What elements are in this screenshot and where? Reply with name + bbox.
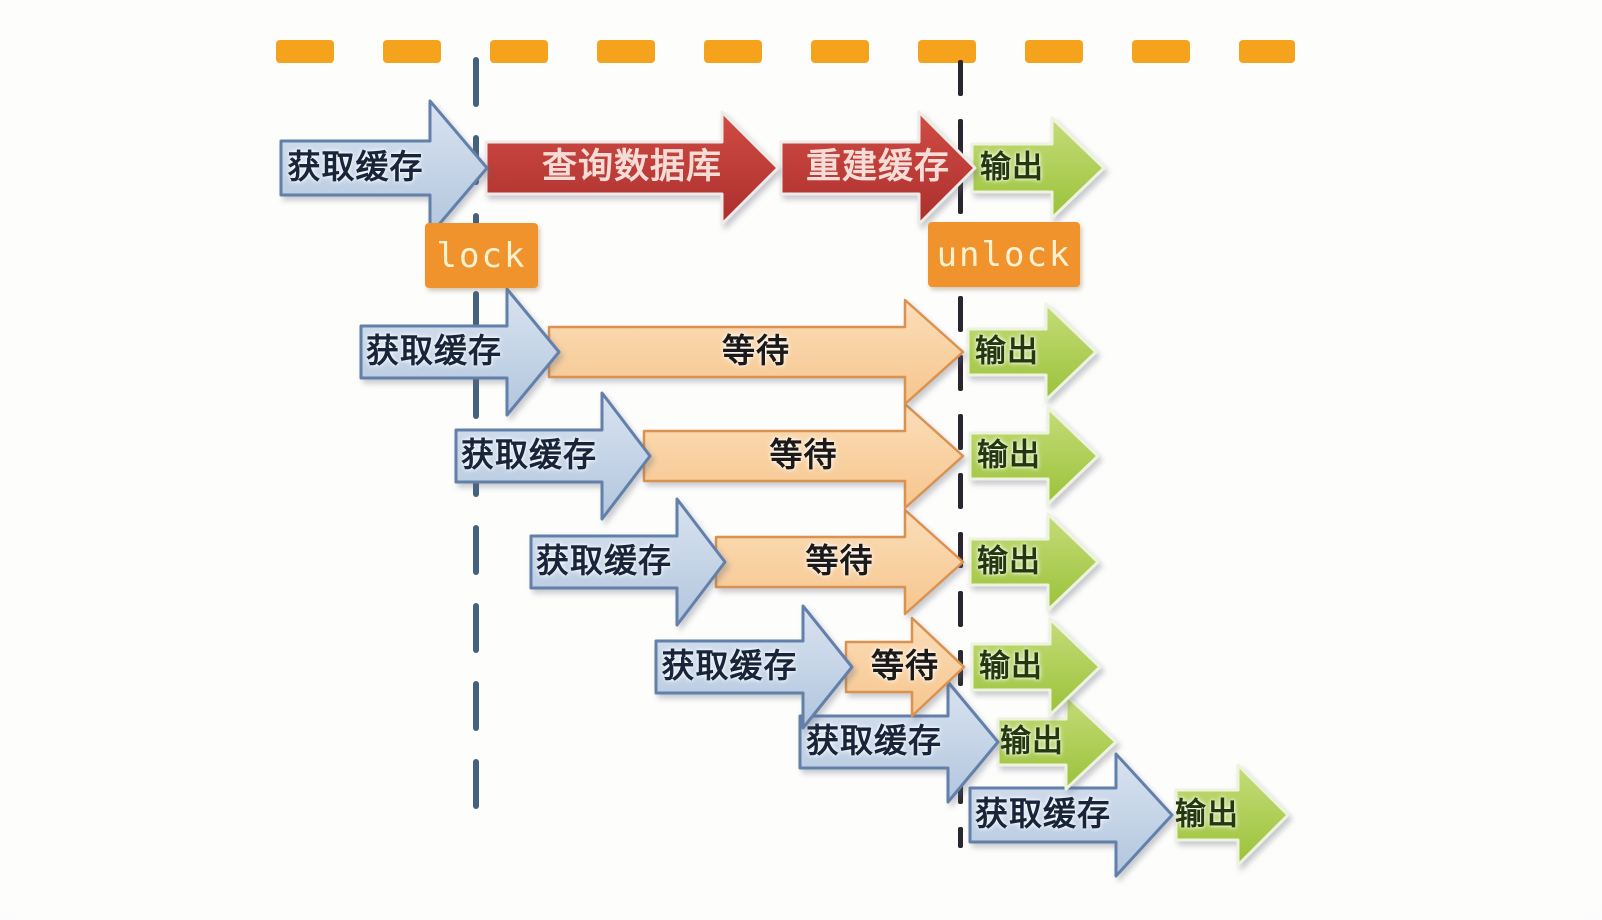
timeline-dashed-line-segment <box>490 40 548 63</box>
t1-get-cache-arrow: 获取缓存 <box>277 97 491 239</box>
t7-output-label: 输出 <box>1175 796 1239 832</box>
lock-boundary-dashed-line-segment <box>473 291 479 341</box>
t6-get-cache-arrow: 获取缓存 <box>796 678 1002 806</box>
unlock-boundary-dashed-line-segment <box>958 414 963 450</box>
t5-get-cache-label: 获取缓存 <box>661 647 798 685</box>
t6-output-label: 输出 <box>1000 723 1064 759</box>
lock-boundary-dashed-line-segment <box>473 603 479 653</box>
t2-output-arrow: 输出 <box>964 300 1100 404</box>
t7-output-arrow: 输出 <box>1172 761 1292 869</box>
t2-output-label: 输出 <box>975 333 1039 369</box>
t4-output-label: 输出 <box>977 543 1041 579</box>
t1-query-db-arrow: 查询数据库 <box>482 108 782 228</box>
t5-output-arrow: 输出 <box>968 615 1104 719</box>
t1-rebuild-cache-label: 重建缓存 <box>805 147 951 187</box>
t1-rebuild-cache-arrow: 重建缓存 <box>777 108 979 228</box>
unlock-marker: unlock <box>928 222 1080 287</box>
t5-wait-arrow: 等待 <box>842 614 968 720</box>
lock-boundary-dashed-line-segment <box>473 369 479 419</box>
t5-get-cache-arrow: 获取缓存 <box>652 602 856 732</box>
timeline-dashed-line-segment <box>704 40 762 63</box>
lock-marker-label: lock <box>436 235 527 276</box>
lock-boundary-dashed-line-segment <box>473 57 479 107</box>
t5-output-label: 输出 <box>979 648 1043 684</box>
t1-get-cache-label: 获取缓存 <box>287 148 424 186</box>
lock-marker: lock <box>425 223 538 288</box>
t4-output-arrow: 输出 <box>966 510 1102 614</box>
t7-get-cache-arrow: 获取缓存 <box>966 750 1176 880</box>
timeline-dashed-line-segment <box>1025 40 1083 63</box>
timeline-dashed-line-segment <box>1132 40 1190 63</box>
t6-get-cache-label: 获取缓存 <box>806 722 942 760</box>
unlock-marker-label: unlock <box>936 234 1072 275</box>
unlock-boundary-dashed-line-segment <box>958 296 963 332</box>
timeline-dashed-line-segment <box>811 40 869 63</box>
unlock-boundary-dashed-line-segment <box>958 473 963 509</box>
t3-get-cache-label: 获取缓存 <box>461 436 597 474</box>
t4-get-cache-arrow: 获取缓存 <box>527 495 729 629</box>
lock-boundary-dashed-line-segment <box>473 759 479 809</box>
unlock-boundary-dashed-line-segment <box>958 60 963 96</box>
t7-get-cache-label: 获取缓存 <box>975 795 1111 833</box>
t6-output-arrow: 输出 <box>994 691 1120 793</box>
t2-wait-arrow: 等待 <box>545 296 967 408</box>
unlock-boundary-dashed-line-segment <box>958 355 963 391</box>
t4-wait-label: 等待 <box>805 542 874 580</box>
t3-get-cache-arrow: 获取缓存 <box>452 389 654 523</box>
unlock-boundary-dashed-line-segment <box>958 827 963 848</box>
t3-wait-arrow: 等待 <box>640 400 967 512</box>
timeline-dashed-line-segment <box>1239 40 1295 63</box>
t3-output-label: 输出 <box>977 437 1041 473</box>
t3-wait-label: 等待 <box>769 436 838 474</box>
unlock-boundary-dashed-line-segment <box>958 119 963 155</box>
t2-get-cache-arrow: 获取缓存 <box>357 285 563 419</box>
timeline-dashed-line-segment <box>276 40 334 63</box>
t1-query-db-label: 查询数据库 <box>541 147 723 187</box>
lock-boundary-dashed-line-segment <box>473 525 479 575</box>
timeline-dashed-line-segment <box>597 40 655 63</box>
t2-wait-label: 等待 <box>722 332 790 370</box>
t5-wait-label: 等待 <box>871 647 939 685</box>
lock-boundary-dashed-line-segment <box>473 681 479 731</box>
unlock-boundary-dashed-line-segment <box>958 591 963 627</box>
t2-get-cache-label: 获取缓存 <box>366 332 502 370</box>
timeline-dashed-line-segment <box>918 40 976 63</box>
t4-wait-arrow: 等待 <box>712 506 967 618</box>
timeline-dashed-line-segment <box>383 40 441 63</box>
t1-output-label: 输出 <box>980 149 1044 185</box>
unlock-boundary-dashed-line-segment <box>958 532 963 568</box>
t4-get-cache-label: 获取缓存 <box>536 542 672 580</box>
t1-output-arrow: 输出 <box>968 114 1108 222</box>
unlock-boundary-dashed-line-segment <box>958 178 963 214</box>
t3-output-arrow: 输出 <box>966 404 1102 508</box>
